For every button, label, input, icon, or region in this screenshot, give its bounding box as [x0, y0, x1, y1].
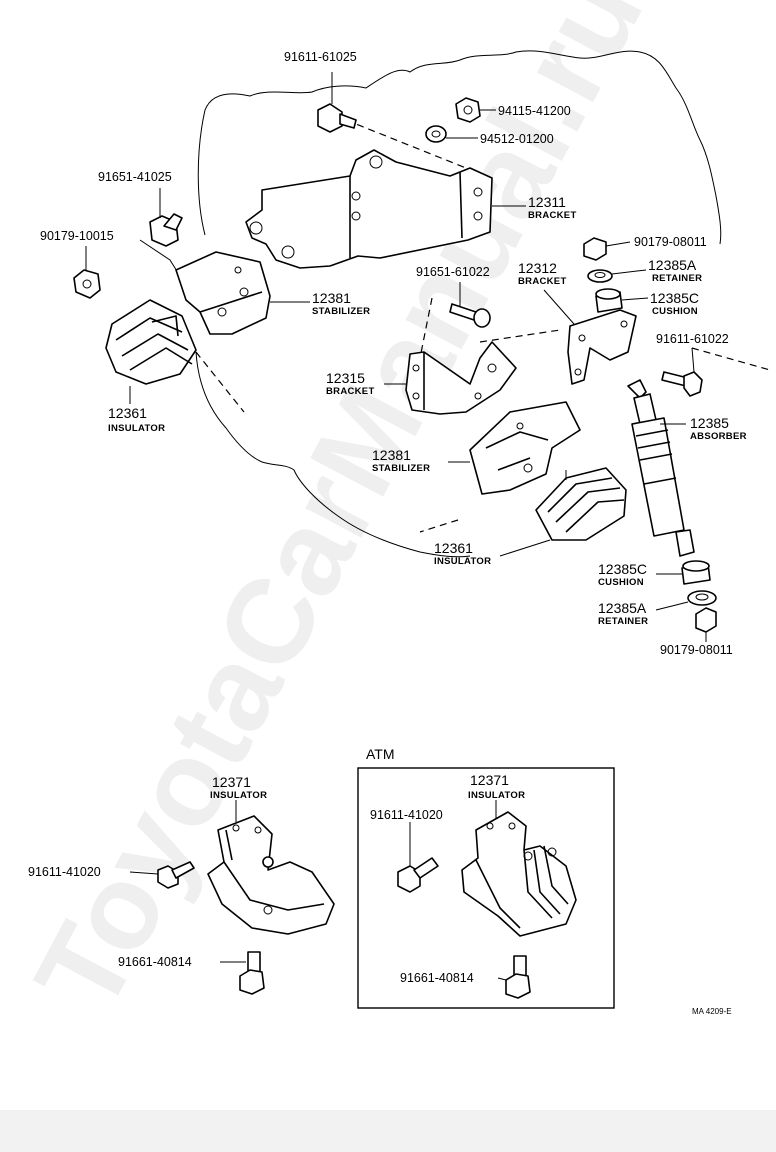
label-12311: 12311 — [528, 194, 566, 210]
label-91651-61022: 91651-61022 — [416, 265, 490, 279]
label-91611-61025: 91611-61025 — [284, 50, 357, 64]
insulator-12361-left-drawing — [105, 299, 197, 404]
stabilizer-12381-top-drawing — [175, 251, 310, 335]
atm-box — [357, 767, 615, 1009]
insulator-12371-atm-drawing — [461, 800, 577, 937]
label-94512-01200: 94512-01200 — [480, 132, 554, 146]
label-90179-08011-bottom: 90179-08011 — [660, 643, 733, 657]
label-12315-name: BRACKET — [326, 386, 375, 397]
bolt-91661-40814-atm-drawing — [497, 955, 531, 999]
label-12381-mid-name: STABILIZER — [372, 463, 430, 474]
label-90179-10015: 90179-10015 — [40, 229, 114, 243]
label-12385A-bottom-name: RETAINER — [598, 616, 648, 627]
label-12371-atm-name: INSULATOR — [468, 790, 525, 801]
label-94115-41200: 94115-41200 — [498, 104, 571, 118]
label-12371-atm: 12371 — [470, 772, 509, 788]
label-12371-mt: 12371 — [212, 774, 251, 790]
label-12385C-bottom: 12385C — [598, 561, 647, 577]
label-12385A-top: 12385A — [648, 257, 697, 273]
label-12361-mid-name: INSULATOR — [434, 556, 491, 567]
washer-94512-drawing — [425, 125, 478, 143]
insulator-12371-mt-drawing — [207, 800, 335, 935]
atm-label: ATM — [366, 746, 395, 762]
bolt-91651-41025-drawing — [139, 188, 183, 277]
bracket-12312-drawing — [543, 289, 637, 385]
insulator-12361-mid-drawing — [499, 467, 627, 557]
label-12312: 12312 — [518, 260, 557, 276]
bolt-91661-40814-mt-drawing — [220, 951, 265, 995]
label-12385: 12385 — [690, 415, 729, 431]
figure-code: MA 4209-E — [692, 1007, 732, 1016]
engine-block-outline — [195, 50, 771, 558]
bolt-91651-61022-drawing — [449, 282, 491, 328]
label-12385C-top: 12385C — [650, 290, 699, 306]
nut-90179-08011-bottom-drawing — [695, 607, 717, 642]
label-12385-name: ABSORBER — [690, 431, 747, 442]
retainer-12385A-bottom-drawing — [655, 590, 717, 611]
page-footer-bar — [0, 1110, 776, 1152]
label-12381-top: 12381 — [312, 290, 351, 306]
absorber-12385-drawing — [627, 379, 695, 557]
label-90179-08011-top: 90179-08011 — [634, 235, 707, 249]
label-12311-name: BRACKET — [528, 210, 577, 221]
nut-90179-08011-top-drawing — [583, 237, 631, 261]
nut-90179-10015-drawing — [73, 246, 101, 299]
bolt-91611-41020-atm-drawing — [397, 822, 439, 893]
label-12385C-bottom-name: CUSHION — [598, 577, 644, 588]
label-12361-left: 12361 — [108, 405, 147, 421]
label-12385A-top-name: RETAINER — [652, 273, 702, 284]
retainer-12385A-top-drawing — [587, 269, 647, 283]
label-91661-40814-mt: 91661-40814 — [118, 955, 192, 969]
label-91611-41020-atm: 91611-41020 — [370, 808, 443, 822]
bolt-91611-61022-drawing — [661, 347, 703, 397]
label-12371-mt-name: INSULATOR — [210, 790, 267, 801]
bracket-12311-drawing — [245, 149, 526, 269]
cushion-12385C-top-drawing — [595, 288, 649, 313]
label-12361-left-name: INSULATOR — [108, 423, 165, 434]
cushion-12385C-bottom-drawing — [656, 560, 711, 585]
bracket-12315-drawing — [384, 341, 517, 415]
label-91611-41020-mt: 91611-41020 — [28, 865, 101, 879]
label-12385C-top-name: CUSHION — [652, 306, 698, 317]
label-12312-name: BRACKET — [518, 276, 567, 287]
label-12381-mid: 12381 — [372, 447, 411, 463]
nut-94115-drawing — [455, 97, 496, 123]
label-91611-61022: 91611-61022 — [656, 332, 729, 346]
bolt-91611-61025-drawing — [317, 72, 357, 133]
label-12381-top-name: STABILIZER — [312, 306, 370, 317]
label-91661-40814-atm: 91661-40814 — [400, 971, 474, 985]
stabilizer-12381-mid-drawing — [448, 401, 581, 495]
label-12385A-bottom: 12385A — [598, 600, 647, 616]
label-12315: 12315 — [326, 370, 365, 386]
label-12361-mid: 12361 — [434, 540, 473, 556]
bolt-91611-41020-mt-drawing — [129, 861, 195, 889]
label-91651-41025: 91651-41025 — [98, 170, 172, 184]
